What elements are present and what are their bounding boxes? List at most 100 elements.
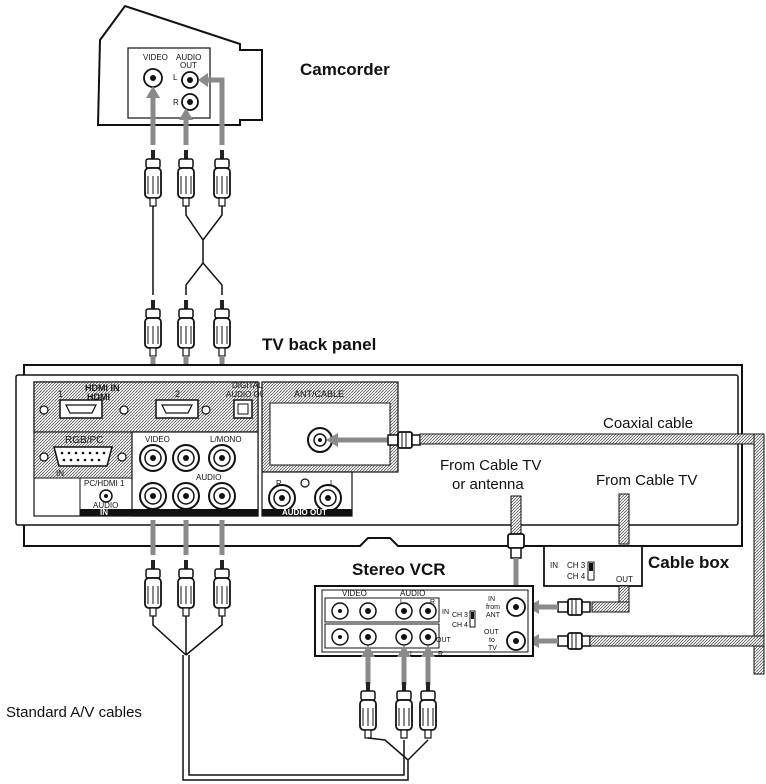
tv-hdmi-in-label: HDMI IN	[85, 383, 120, 393]
stereo-vcr: VIDEO AUDIO L R IN OUT L R CH 3 CH 4 IN …	[314, 585, 534, 658]
tv-ant-cable-label: ANT/CABLE	[294, 389, 344, 399]
vcr-audio-r-out-plug	[419, 681, 437, 739]
tv-pc-hdmi1-label: PC/HDMI 1	[84, 479, 125, 488]
from-cable-tv-or-antenna-line1: From Cable TV	[440, 457, 541, 474]
vcr-output-arrows	[365, 655, 431, 685]
tv-pc-audio-in-label: IN	[100, 508, 108, 517]
tv-back-panel: HDMI IN HDMI 1 2 DIGITAL AUDIO OUT RGB/P…	[15, 364, 743, 547]
vcr-in-coax-connector	[557, 598, 591, 616]
vcr-svideo-in-jack[interactable]	[331, 602, 349, 620]
tv-audio-l-in-jack[interactable]	[208, 444, 236, 472]
tv-audio-r-in-jack[interactable]	[172, 444, 200, 472]
cable-box: IN CH 3 CH 4 OUT	[543, 545, 643, 587]
vcr-video-out-jack[interactable]	[359, 628, 377, 646]
vcr-rf-ant-label: ANT	[486, 612, 501, 619]
vcr-out-coax-connector	[557, 632, 591, 650]
tv-audio-l-plug-top	[213, 299, 231, 357]
tv-output-plug-2	[177, 559, 195, 617]
tv-component-jack-3[interactable]	[208, 482, 236, 510]
vcr-rf-to-label: to	[489, 637, 495, 644]
vcr-rf-tv-label: TV	[488, 645, 497, 652]
standard-av-cables-label: Standard A/V cables	[6, 704, 142, 721]
tv-pc-audio-in-jack[interactable]	[99, 489, 113, 503]
vcr-rf-in-label: IN	[488, 596, 495, 603]
vcr-to-tv-coax-cable	[589, 635, 765, 647]
tv-pc-audio-label: AUDIO	[93, 501, 118, 510]
vcr-ch3-label: CH 3	[452, 612, 468, 619]
camcorder-audio-l-jack[interactable]	[181, 71, 199, 89]
tv-back-panel-title: TV back panel	[262, 335, 376, 354]
camcorder-device: VIDEO AUDIO OUT L R	[96, 4, 263, 126]
from-cable-tv-label: From Cable TV	[596, 472, 697, 489]
camcorder-video-jack[interactable]	[143, 68, 163, 88]
tv-audio-r-plug-top	[177, 299, 195, 357]
vcr-rf-out-jack[interactable]	[506, 631, 526, 651]
vcr-rf-from-label: from	[486, 604, 500, 611]
coaxial-cable-label: Coaxial cable	[603, 415, 693, 432]
camcorder-title: Camcorder	[300, 60, 390, 79]
tv-hdmi1-port[interactable]	[59, 399, 103, 419]
tv-ant-cable-input[interactable]	[307, 427, 333, 453]
vcr-svideo-out-jack[interactable]	[331, 628, 349, 646]
vcr-audio-l-out-jack[interactable]	[395, 628, 413, 646]
vcr-video-label: VIDEO	[342, 589, 367, 598]
tv-output-plug-1	[144, 559, 162, 617]
tv-hdmi-port1-label: 1	[58, 389, 63, 399]
vcr-in-label: IN	[442, 609, 449, 616]
tv-composite-lmono-label: L/MONO	[210, 435, 242, 444]
camcorder-r-label: R	[173, 98, 179, 107]
camcorder-video-plug	[144, 149, 162, 207]
vcr-audio-r-out-jack[interactable]	[419, 628, 437, 646]
vcr-video-in-jack[interactable]	[359, 602, 377, 620]
tv-rgb-pc-port[interactable]	[53, 446, 113, 467]
vcr-rf-out-label: OUT	[484, 629, 500, 636]
tv-hdmi-port2-label: 2	[175, 389, 180, 399]
camcorder-audio-r-plug	[177, 149, 195, 207]
camcorder-l-label: L	[173, 73, 178, 82]
vcr-rf-in-jack[interactable]	[506, 597, 526, 617]
tv-composite-audio-label: AUDIO	[196, 473, 221, 482]
tv-component-jack-1[interactable]	[139, 482, 167, 510]
tv-digital-audio-out-port[interactable]	[233, 399, 253, 419]
vcr-audio-r-label: R	[430, 599, 435, 606]
standard-av-cables	[152, 616, 429, 781]
vcr-out-label: OUT	[436, 637, 452, 644]
cable-box-title: Cable box	[648, 553, 730, 572]
tv-video-in-jack[interactable]	[139, 444, 167, 472]
cable-box-to-vcr-cable	[591, 601, 630, 613]
tv-component-jack-2[interactable]	[172, 482, 200, 510]
camcorder-out-label: OUT	[180, 61, 197, 70]
vcr-out-l-label: L	[410, 651, 414, 658]
camcorder-arrows	[150, 77, 225, 145]
coaxial-cable-line	[419, 433, 765, 675]
vcr-video-out-plug	[359, 681, 377, 739]
tv-output-arrows	[150, 520, 225, 555]
tv-audio-out-label: AUDIO OUT	[282, 508, 327, 517]
tv-hdmi2-port[interactable]	[155, 399, 199, 419]
tv-coax-arrow	[326, 433, 388, 447]
camcorder-video-label: VIDEO	[143, 53, 168, 62]
vcr-audio-l-out-plug	[395, 681, 413, 739]
tv-rgb-in-label: IN	[56, 469, 64, 478]
cable-tv-input-cable	[618, 493, 630, 545]
stereo-vcr-title: Stereo VCR	[352, 560, 446, 579]
camcorder-audio-r-jack[interactable]	[181, 93, 199, 111]
camcorder-audio-label: AUDIO	[176, 53, 201, 62]
camcorder-audio-l-plug	[213, 149, 231, 207]
tv-audio-out-r-label: R	[276, 479, 282, 488]
tv-video-plug-top	[144, 299, 162, 357]
tv-audio-out-l-label: L	[330, 479, 335, 488]
vcr-audio-r-in-jack[interactable]	[419, 602, 437, 620]
from-cable-tv-or-antenna-line2: or antenna	[452, 476, 524, 493]
cable-box-ch4-label: CH 4	[567, 572, 586, 581]
tv-digital-label: DIGITAL	[232, 381, 263, 390]
tv-hdmi-logo: HDMI	[87, 392, 110, 402]
vcr-out-r-label: R	[438, 651, 443, 658]
antenna-coax-connector	[507, 533, 525, 559]
vcr-audio-label: AUDIO	[400, 589, 425, 598]
cable-box-in-label: IN	[550, 561, 558, 570]
vcr-ch4-label: CH 4	[452, 622, 468, 629]
vcr-audio-l-in-jack[interactable]	[395, 602, 413, 620]
coax-connector-tv	[387, 431, 421, 449]
cable-box-out-label: OUT	[616, 575, 633, 584]
